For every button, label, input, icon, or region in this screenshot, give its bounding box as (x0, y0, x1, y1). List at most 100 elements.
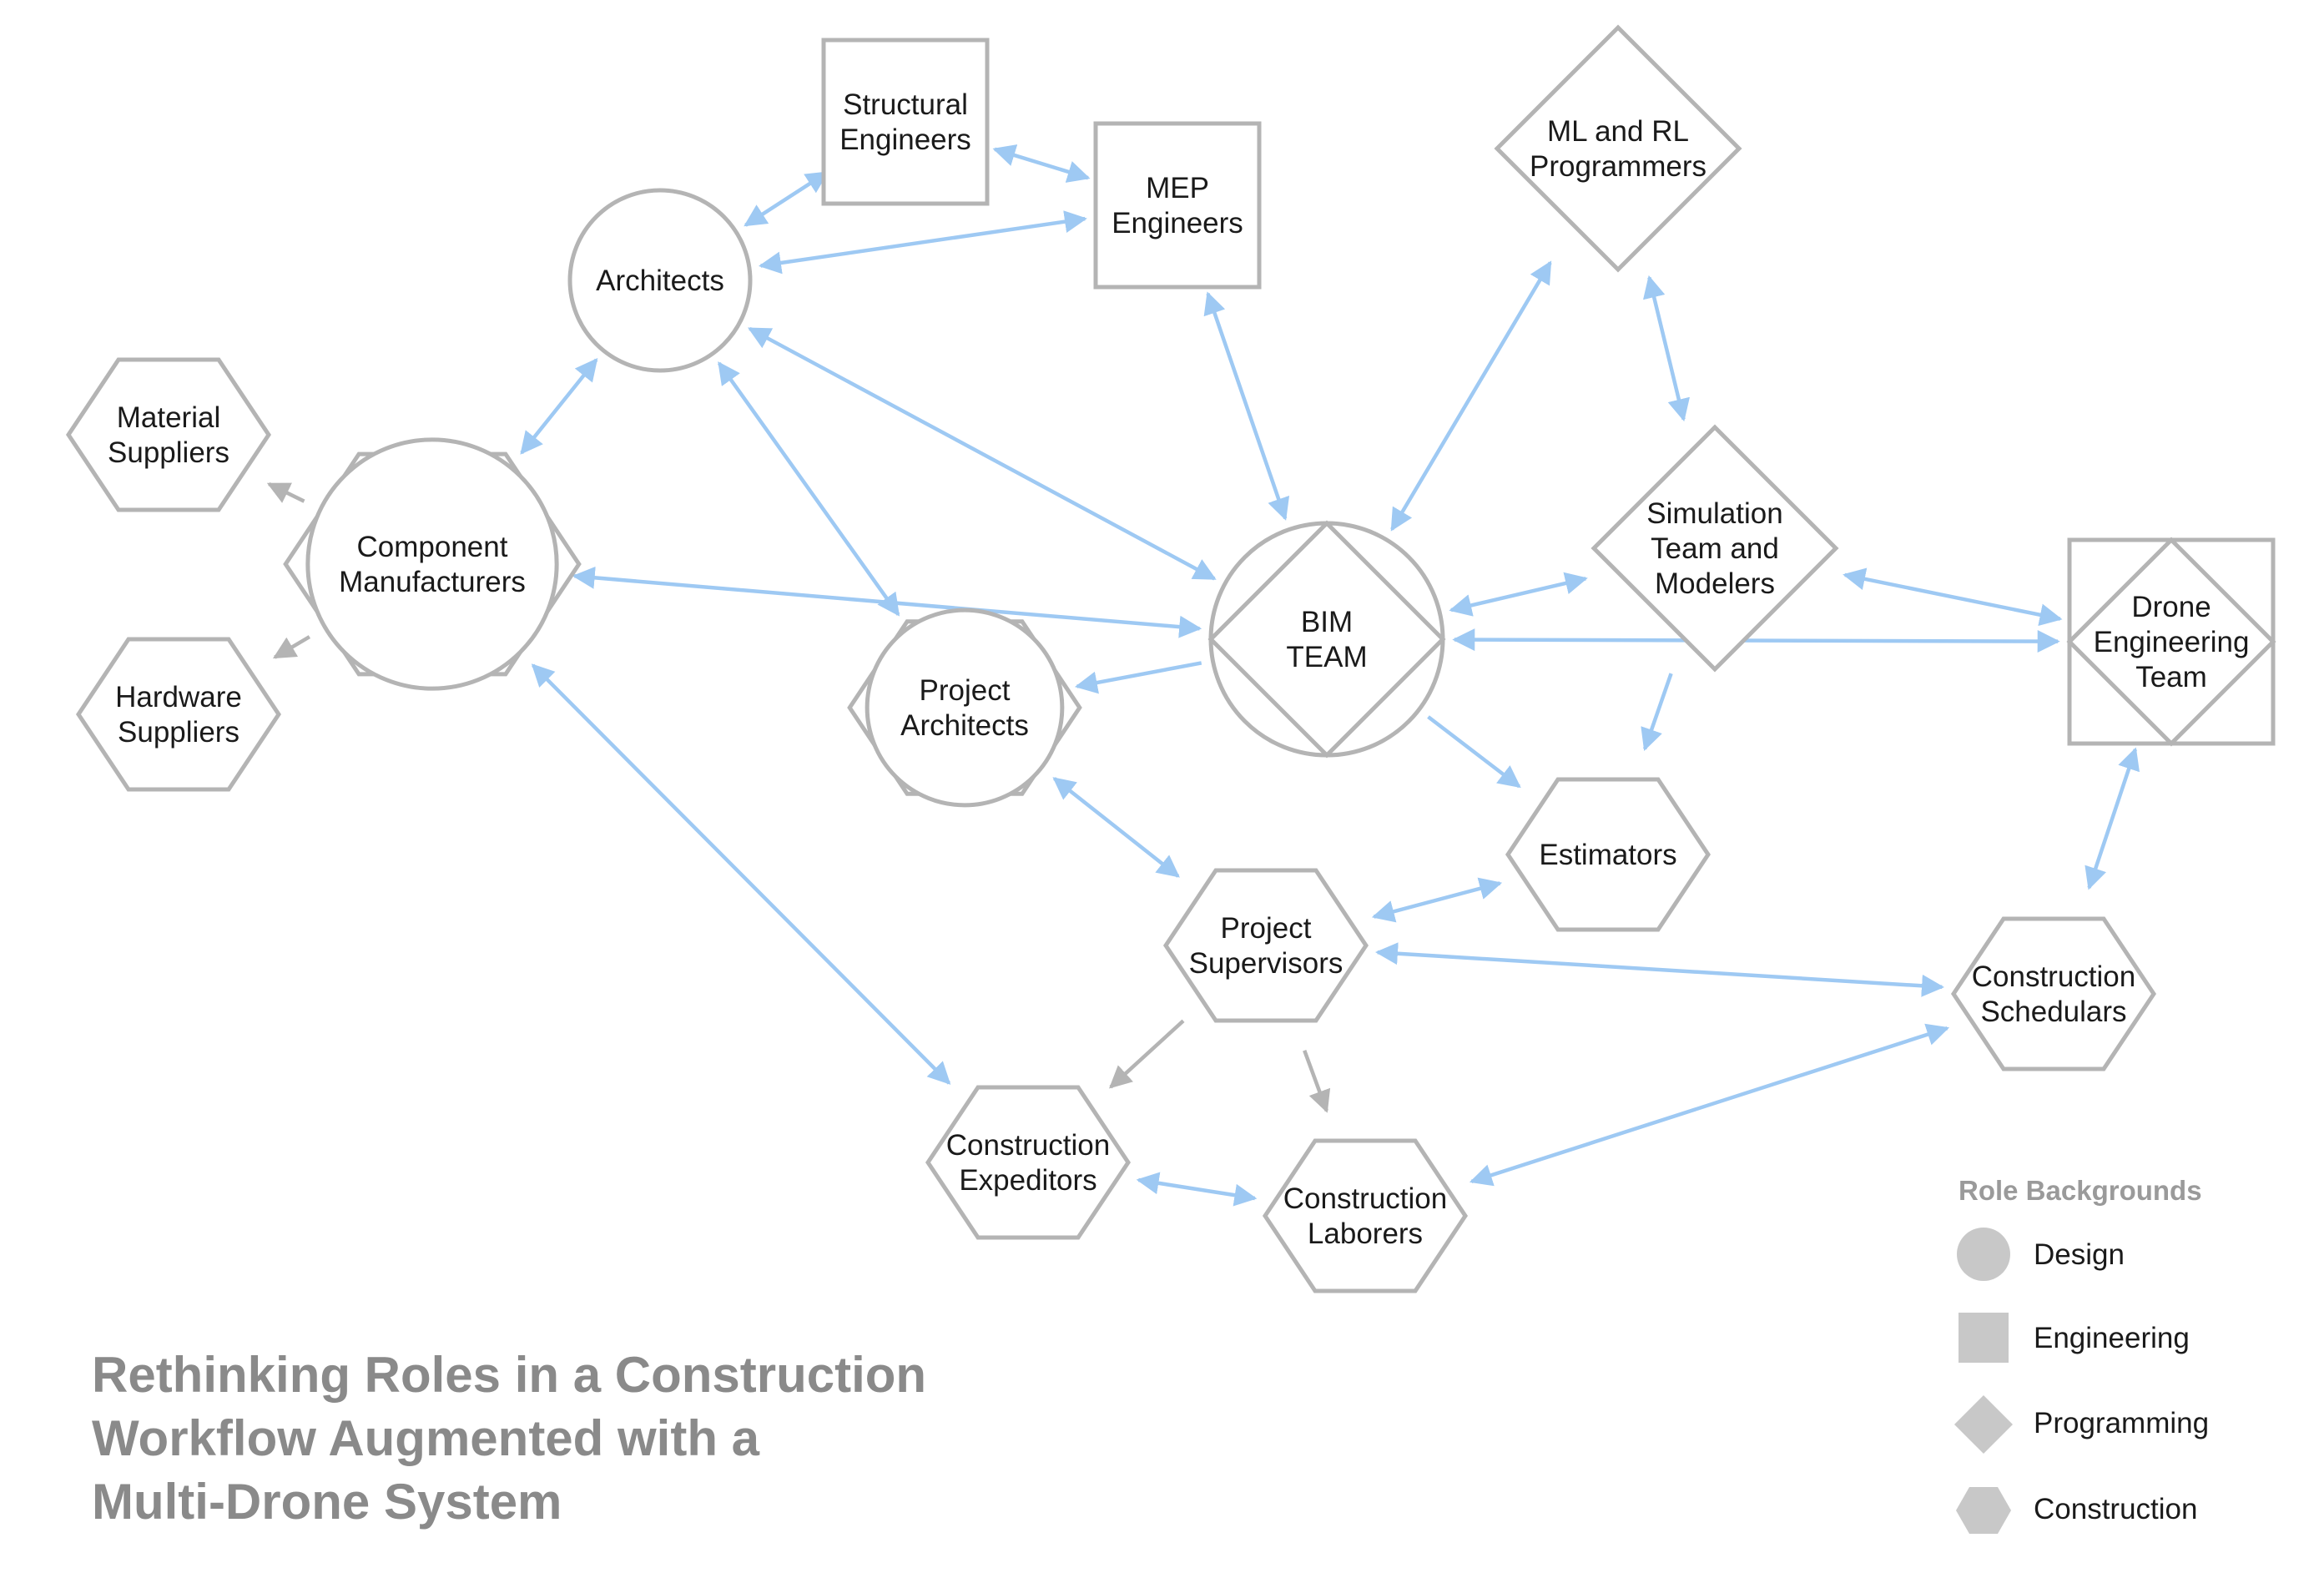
role-label-structural-line-1: Structural (843, 88, 968, 121)
role-label-ml-line-2: Programmers (1530, 150, 1706, 183)
role-label-schedulers-line-2: Schedulars (1980, 996, 2126, 1028)
role-label-bim-line-1: BIM (1301, 606, 1353, 638)
edge-component-to-hardware (272, 635, 311, 659)
role-label-supervisors-line-1: Project (1221, 912, 1312, 945)
role-label-material-line-2: Suppliers (108, 436, 229, 469)
legend-engineering-label: Engineering (2034, 1322, 2190, 1354)
role-label-component-line-2: Manufacturers (339, 566, 526, 598)
role-simulation-diamond-outline (1591, 424, 1839, 673)
role-label-laborers-line-2: Laborers (1308, 1218, 1423, 1250)
legend-title: Role Backgrounds (1959, 1175, 2202, 1206)
legend-programming-swatch (1954, 1395, 2013, 1454)
role-label-supervisors-line-2: Supervisors (1189, 947, 1343, 980)
role-node-estimators: Estimators (1505, 777, 1711, 932)
role-architects-circle-outline (567, 188, 753, 373)
role-hardware-hexagon-outline (75, 637, 282, 792)
edge-architects-to-mep (759, 210, 1087, 275)
role-material-hexagon-outline (65, 357, 272, 512)
legend-design-swatch (1957, 1228, 2010, 1281)
role-label-architects-line-1: Architects (596, 265, 724, 297)
role-expeditors-hexagon-outline (925, 1085, 1132, 1240)
edge-component-to-architects (520, 357, 598, 455)
role-label-simulation-line-1: Simulation (1646, 497, 1782, 530)
edge-mep-to-bim (1203, 291, 1290, 521)
edge-bim-to-projarch (1074, 661, 1202, 694)
edge-architects-to-structural (744, 170, 829, 227)
role-label-mep-line-2: Engineers (1112, 207, 1243, 239)
edge-component-to-bim (572, 566, 1202, 638)
legend-construction-label: Construction (2034, 1493, 2197, 1525)
edge-bim-to-ml (1390, 260, 1552, 532)
role-label-drone-line-2: Engineering (2094, 626, 2250, 658)
role-label-structural-line-2: Engineers (839, 124, 971, 156)
edge-supervisors-to-estimators (1371, 877, 1503, 923)
role-label-drone-line-3: Team (2135, 661, 2207, 693)
role-projarch-circle-outline (865, 608, 1065, 808)
role-ml-diamond-outline (1494, 24, 1742, 273)
role-label-projarch-line-1: Project (920, 674, 1011, 707)
edge-supervisors-to-laborers (1303, 1050, 1331, 1113)
role-bim-diamond-outline (1207, 520, 1446, 759)
title-line-1: Rethinking Roles in a Construction (92, 1347, 926, 1403)
role-schedulers-hexagon-outline (1950, 916, 2157, 1071)
role-label-component-line-1: Component (357, 531, 508, 563)
role-label-drone-line-1: Drone (2131, 591, 2211, 623)
role-component-circle-outline (305, 437, 559, 691)
role-laborers-hexagon-outline (1262, 1138, 1469, 1293)
role-structural-square-outline (821, 38, 990, 206)
edge-simulation-to-estimators (1641, 673, 1673, 752)
edge-supervisors-to-expeditors (1109, 1019, 1185, 1089)
edge-laborers-to-schedulers (1469, 1023, 1950, 1187)
role-label-simulation-line-2: Team and (1651, 532, 1779, 565)
role-mep-square-outline (1093, 121, 1262, 290)
role-estimators-hexagon-outline (1505, 777, 1711, 932)
edge-drone-to-schedulers (2085, 747, 2140, 890)
diagram-title: Rethinking Roles in a Construction Workf… (92, 1347, 926, 1530)
role-label-bim-line-2: TEAM (1286, 641, 1367, 673)
edge-component-to-material (266, 481, 305, 503)
role-label-projarch-line-2: Architects (900, 709, 1029, 742)
role-label-expeditors-line-2: Expeditors (959, 1164, 1096, 1197)
role-label-ml-line-1: ML and RL (1547, 115, 1689, 148)
legend-engineering-swatch (1959, 1313, 2009, 1363)
legend-construction-swatch (1956, 1487, 2011, 1534)
connections-layer (266, 144, 2140, 1207)
role-label-laborers-line-1: Construction (1283, 1182, 1447, 1215)
edge-projarch-to-supervisors (1052, 777, 1180, 878)
role-label-simulation-line-3: Modelers (1655, 567, 1775, 600)
edge-ml-to-simulation (1643, 275, 1690, 422)
edge-expeditors-to-laborers (1136, 1172, 1258, 1207)
edge-structural-to-mep (992, 144, 1091, 183)
edge-supervisors-to-schedulers (1375, 942, 1944, 997)
role-label-estimators-line-1: Estimators (1539, 839, 1676, 871)
role-label-mep-line-1: MEP (1146, 172, 1209, 204)
legend: Role Backgrounds Design Engineering Prog… (1954, 1175, 2209, 1534)
role-node-architects: Architects (567, 188, 753, 373)
edge-component-to-expeditors (531, 663, 951, 1085)
role-label-expeditors-line-1: Construction (946, 1129, 1110, 1162)
edge-architects-to-bim (748, 326, 1217, 581)
role-label-hardware-line-2: Suppliers (118, 716, 239, 749)
edge-bim-to-simulation (1449, 572, 1588, 617)
legend-design-label: Design (2034, 1238, 2125, 1271)
role-label-material-line-1: Material (117, 401, 220, 434)
edge-architects-to-projarch (717, 361, 900, 617)
role-label-schedulers-line-1: Construction (1972, 960, 2135, 993)
title-line-2: Workflow Augmented with a (92, 1410, 760, 1466)
